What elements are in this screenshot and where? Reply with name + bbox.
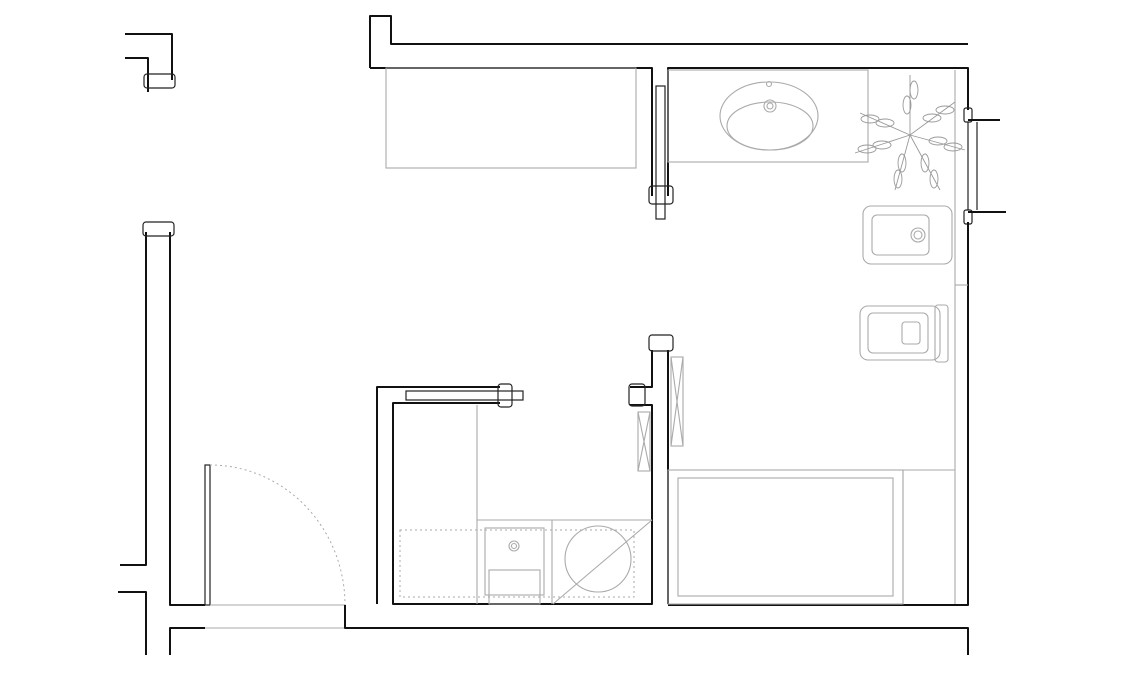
bidet xyxy=(862,205,953,265)
window-right xyxy=(963,107,1006,225)
bathtub xyxy=(667,469,904,605)
radiator-bathroom xyxy=(670,356,684,447)
wardrobe xyxy=(385,67,637,169)
washing-machine xyxy=(564,525,632,593)
wall-right xyxy=(668,222,969,606)
sliding-door-laundry[interactable] xyxy=(405,383,524,408)
laundry-fixtures xyxy=(399,405,653,605)
sliding-door-top[interactable] xyxy=(648,85,674,220)
wall-laundry xyxy=(376,334,674,605)
plant xyxy=(854,75,966,191)
laundry-sink xyxy=(484,527,545,596)
entry-door[interactable] xyxy=(204,464,346,629)
radiator-laundry xyxy=(637,411,651,472)
bathroom-fixtures xyxy=(667,69,968,605)
toilet xyxy=(859,304,949,363)
wall-bottom xyxy=(344,605,969,655)
vanity-counter xyxy=(667,69,869,163)
wall-left xyxy=(118,221,205,655)
wall-fragment-top-left xyxy=(125,33,176,92)
wall-top xyxy=(369,15,969,196)
